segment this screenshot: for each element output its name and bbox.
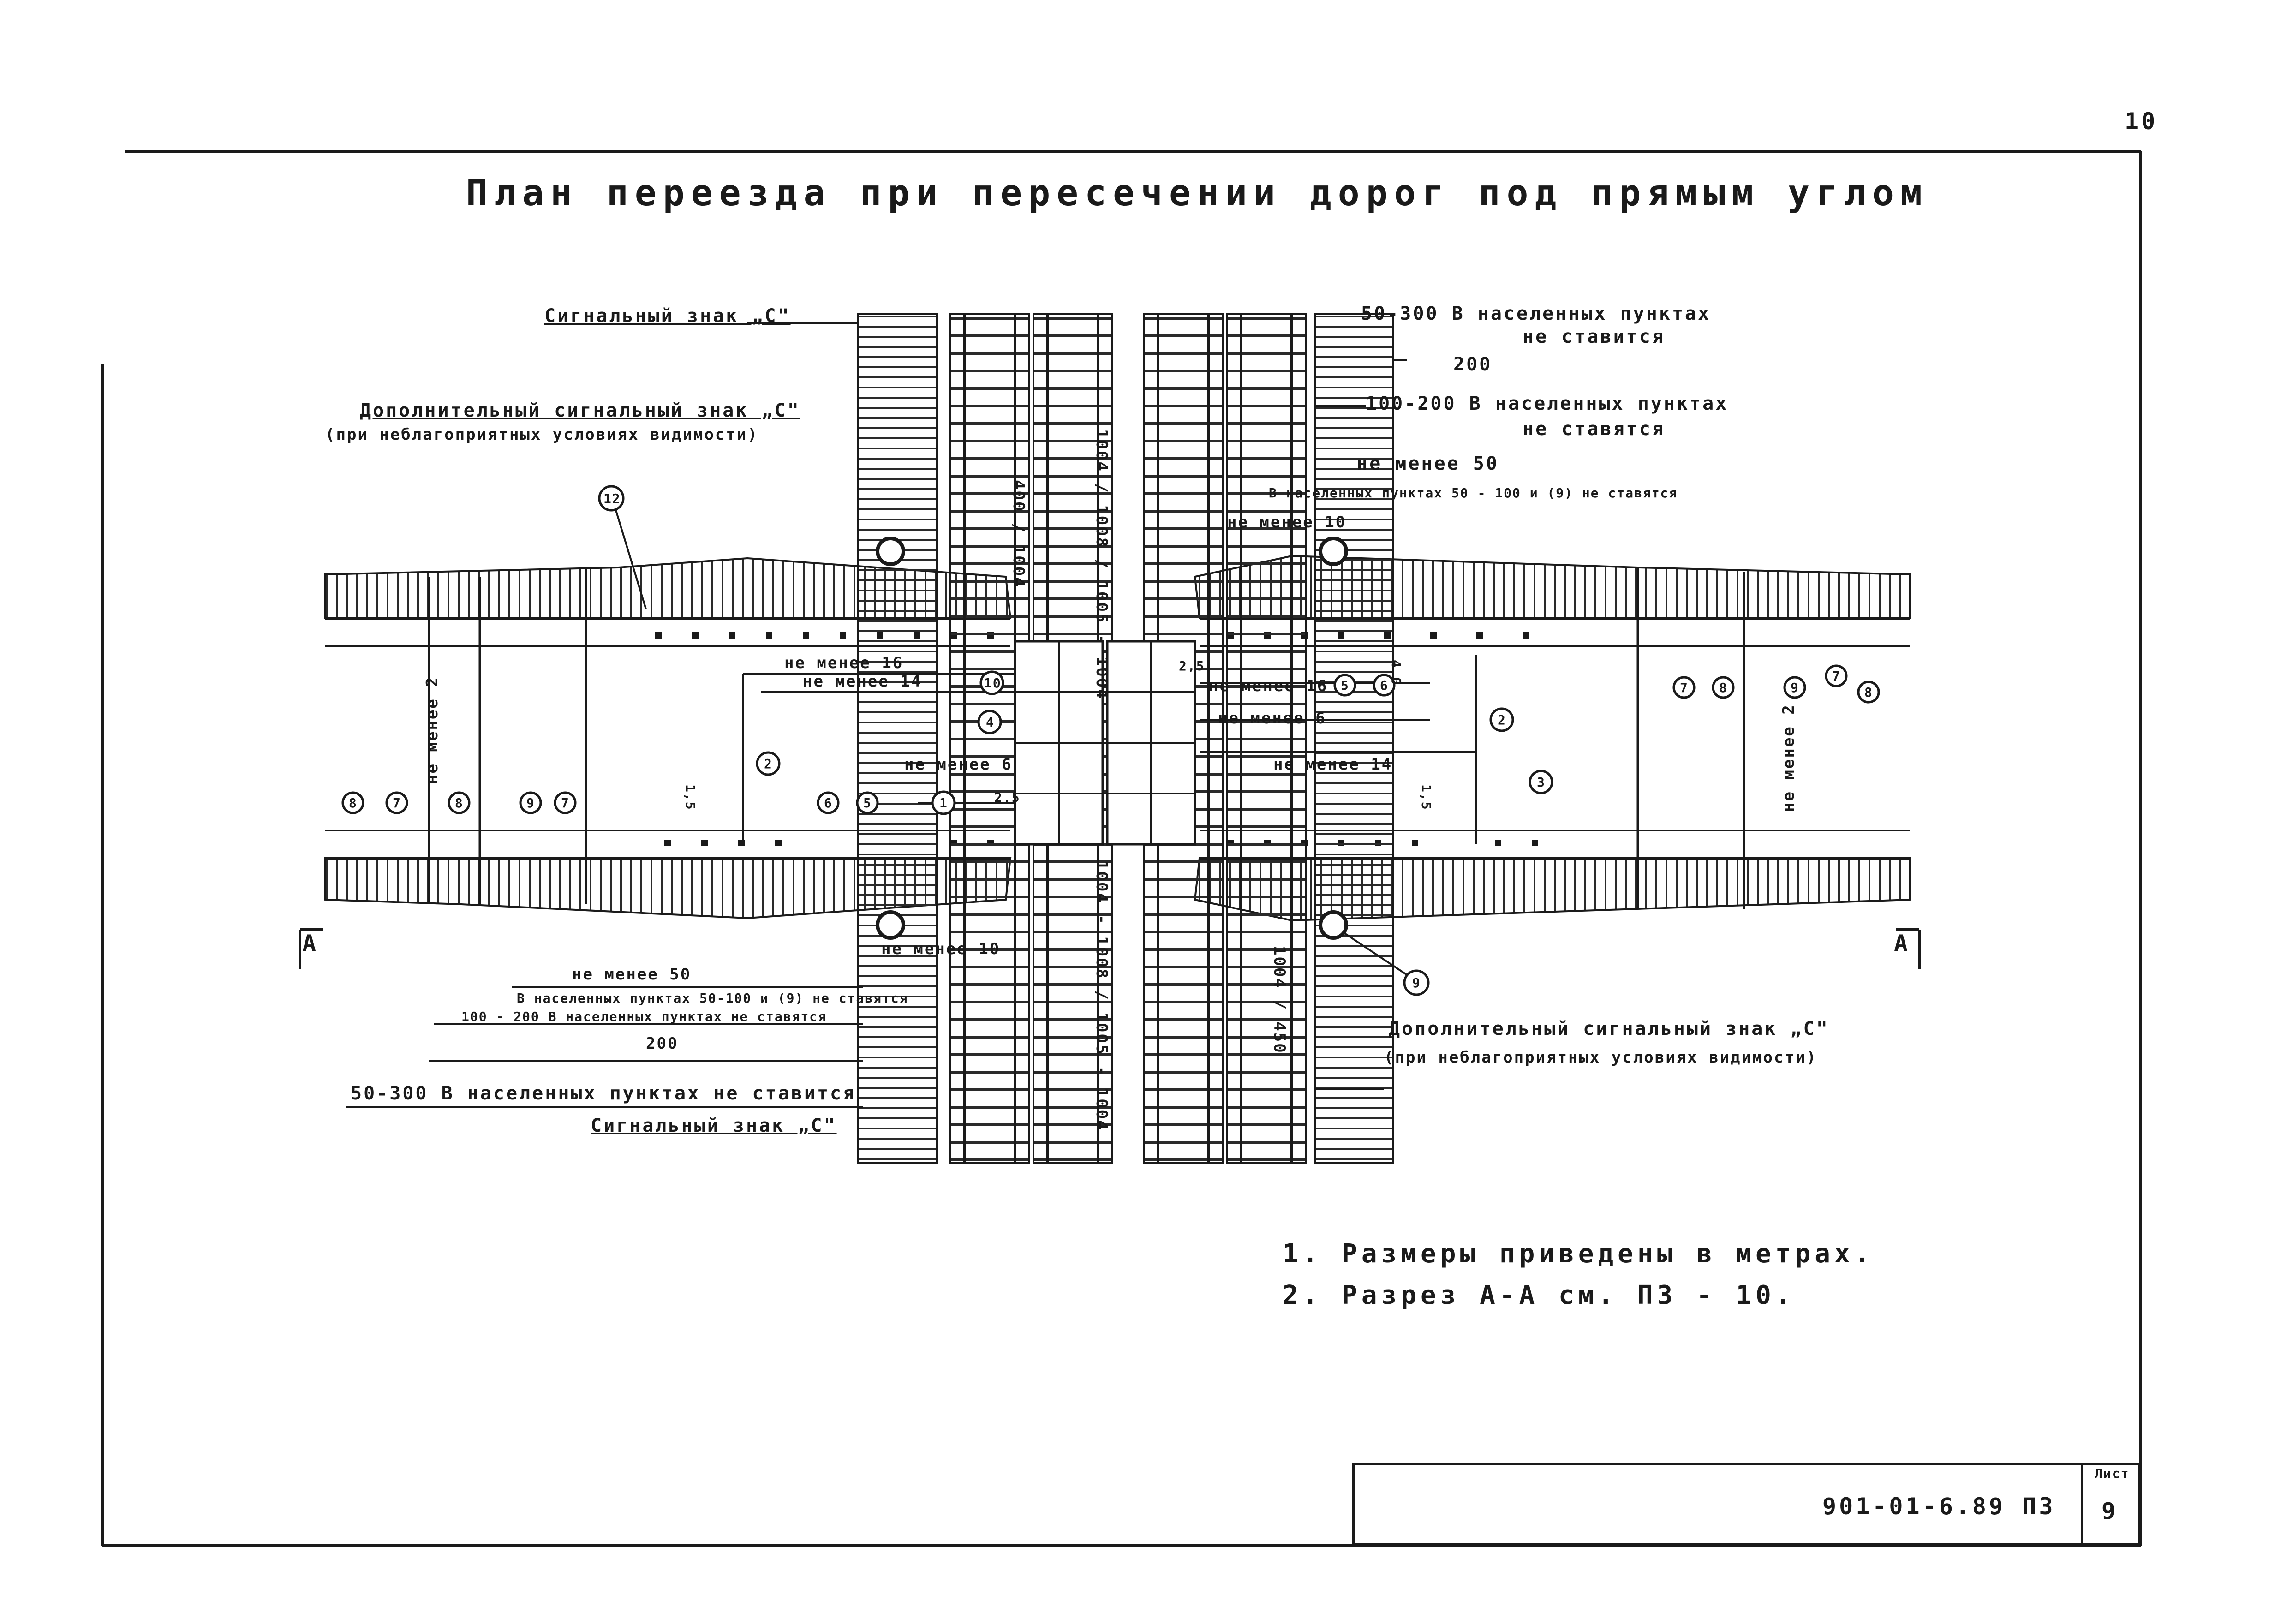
marker-8-mid: 8 (455, 795, 464, 811)
leaders (613, 502, 1413, 979)
label-r3-b: В населенных пунктах 50 - 100 и (9) не с… (1269, 485, 1678, 501)
label-r1-a: 50-300 В населенных пунктах (1361, 303, 1711, 324)
marker-6-right: 6 (1380, 678, 1389, 693)
marker-9-left: 9 (526, 795, 535, 811)
section-label-left: А (302, 930, 319, 957)
marker-5-left: 5 (863, 795, 872, 811)
railway (857, 313, 1394, 1164)
marker-9: 9 (1412, 975, 1421, 991)
label-d25-right: 2,5 (1179, 658, 1205, 674)
drawing-frame (101, 150, 2142, 1547)
label-dim-400-bottom: 1004 / 450 (1270, 946, 1289, 1054)
label-b2: 100 - 200 В населенных пунктах не ставят… (461, 1009, 827, 1024)
marker-8-left: 8 (349, 795, 358, 811)
marker-2-right: 2 (1498, 712, 1506, 728)
marker-4: 4 (986, 715, 995, 730)
marker-7-mid: 7 (561, 795, 570, 811)
title-block (1352, 1463, 2141, 1546)
label-b1-b: В населенных пунктах 50-100 и (9) не ста… (517, 991, 908, 1006)
label-nm14-left: не менее 14 (803, 672, 922, 691)
marker-9-right: 9 (1791, 680, 1799, 695)
circled-markers (341, 485, 1880, 996)
label-dim-400-top: 400 / 1004 (1009, 480, 1028, 588)
label-nm-right-vert: не менее 2 (1779, 704, 1798, 812)
label-d15-right: 1,5 (1419, 784, 1434, 811)
marker-3: 3 (1537, 775, 1546, 790)
label-r2-a: 100-200 В населенных пунктах (1366, 393, 1729, 414)
label-b3: 200 (646, 1034, 679, 1053)
label-nm10-bottom: не менее 10 (881, 940, 1001, 958)
marker-7-right: 7 (1680, 680, 1689, 695)
label-nm6-left: не менее 6 (904, 755, 1013, 774)
label-b4: 50-300 В населенных пунктах не ставится (351, 1083, 856, 1104)
label-d40: 4,0 (1389, 660, 1404, 686)
dimension-lines (346, 313, 1477, 1108)
label-add-signal-top-1: Дополнительный сигнальный знак „С" (360, 400, 800, 421)
label-r3-a: не менее 50 (1356, 453, 1499, 474)
drawing-title: План переезда при пересечении дорог под … (466, 173, 1929, 214)
marker-2-left: 2 (764, 756, 773, 771)
marker-7-left: 7 (393, 795, 401, 811)
marker-8-right: 8 (1719, 680, 1728, 695)
note-2: 2. Разрез А-А см. ПЗ - 10. (1283, 1280, 1795, 1310)
label-d15-left: 1,5 (683, 784, 698, 811)
stamp-sheet-number: 9 (2102, 1498, 2119, 1524)
section-label-right: А (1894, 930, 1911, 957)
label-nm16-left: не менее 16 (784, 654, 904, 672)
label-r1-c: 200 (1453, 354, 1493, 375)
marker-10: 10 (984, 675, 1002, 691)
label-dim-road-top: 1004 / 1008 / 1005 - 1004 (1093, 429, 1111, 700)
label-r4: не менее 10 (1227, 513, 1347, 531)
label-add-signal-bottom-1: Дополнительный сигнальный знак „С" (1389, 1018, 1829, 1039)
label-nm14-right: не менее 14 (1273, 755, 1393, 774)
marker-7-far-right: 7 (1832, 669, 1841, 684)
marker-8-far-right: 8 (1864, 685, 1873, 700)
stamp-code: 901-01-6.89 ПЗ (1822, 1493, 2056, 1520)
label-b1-a: не менее 50 (572, 965, 692, 984)
marker-5-right: 5 (1341, 678, 1350, 693)
label-nm16-right: не менее 16 (1209, 677, 1328, 695)
marker-12: 12 (603, 491, 621, 506)
stamp-sheet-label: Лист (2095, 1466, 2130, 1481)
label-signal-top: Сигнальный знак „С" (544, 305, 791, 327)
label-nm-left-vert: не менее 2 (423, 676, 442, 784)
sheet-number-cell (2081, 1463, 2141, 1546)
page-number: 10 (2125, 108, 2158, 135)
label-dim-road-bottom: 1004 - 1008 / 1005 - 1004 (1093, 860, 1111, 1131)
label-r2-b: не ставятся (1523, 418, 1665, 440)
label-add-signal-top-2: (при неблагоприятных условиях видимости) (325, 425, 758, 444)
note-1: 1. Размеры приведены в метрах. (1283, 1239, 1874, 1269)
label-signal-bottom: Сигнальный знак „С" (591, 1115, 837, 1136)
section-arrows (299, 928, 1921, 969)
label-d25-left: 2,5 (994, 790, 1021, 805)
label-nm6-right: не менее 6 (1218, 709, 1326, 728)
marker-1-left: 1 (939, 795, 948, 811)
label-r1-b: не ставится (1523, 326, 1665, 347)
marker-6-left: 6 (824, 795, 833, 811)
label-add-signal-bottom-2: (при неблагоприятных условиях видимости) (1384, 1048, 1817, 1067)
